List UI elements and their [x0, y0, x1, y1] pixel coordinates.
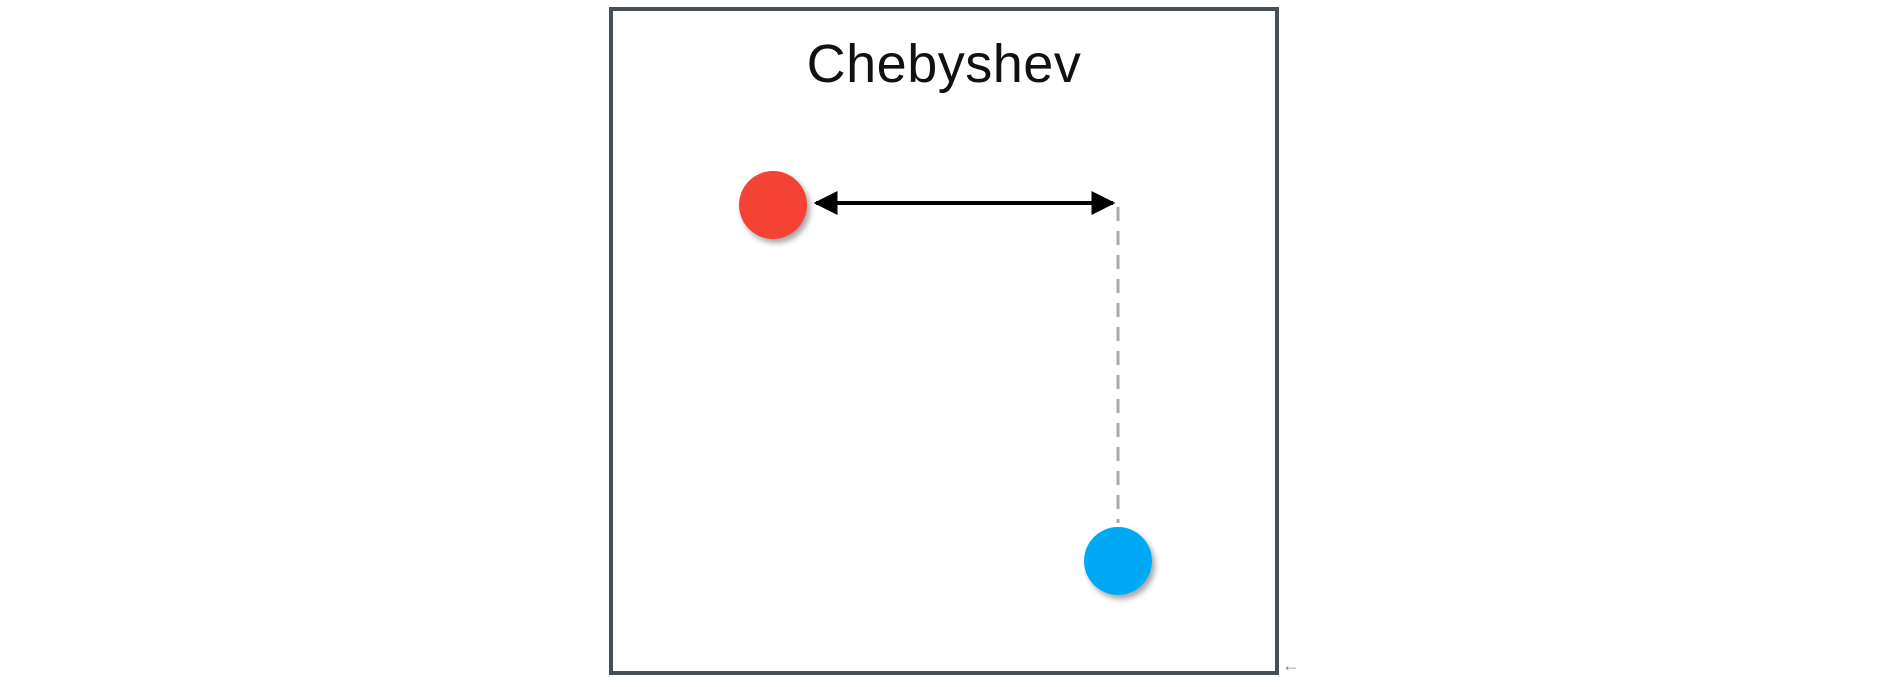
- red-point: [739, 171, 807, 239]
- diagram-title: Chebyshev: [806, 34, 1082, 94]
- return-arrow-icon: ←: [1282, 655, 1300, 675]
- blue-point: [1084, 527, 1152, 595]
- diagram-canvas: [739, 171, 1152, 595]
- diagram-frame: Chebyshev: [609, 7, 1279, 675]
